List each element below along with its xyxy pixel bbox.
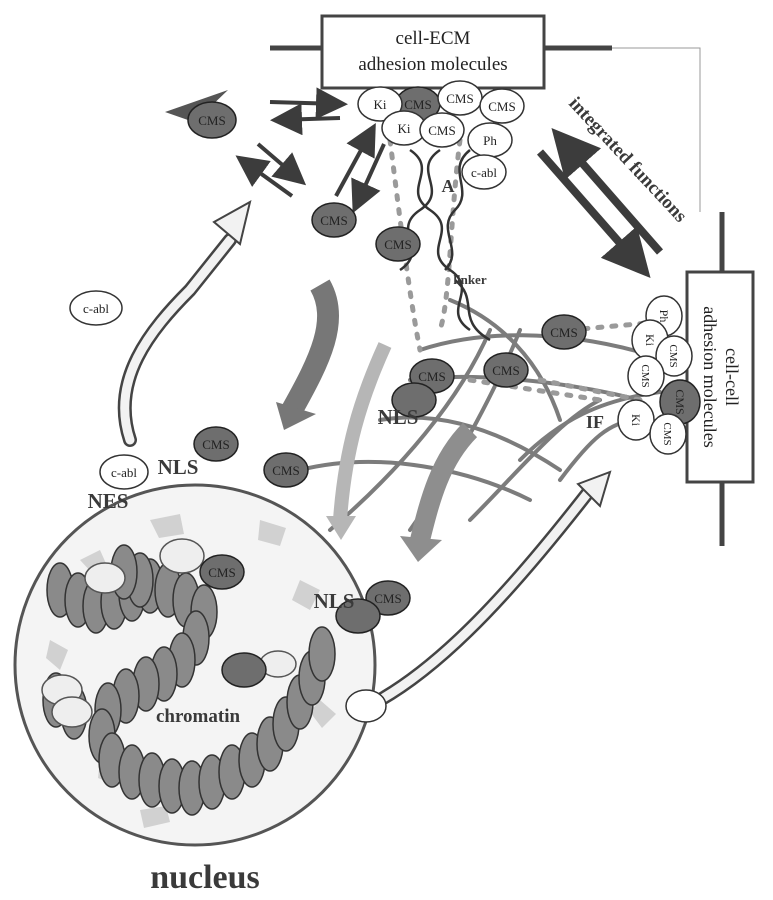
svg-text:Ki: Ki (643, 334, 657, 347)
if-label: IF (586, 412, 604, 432)
svg-text:Ph: Ph (483, 133, 497, 148)
cms-molecule: CMS (311, 202, 357, 238)
nls-label: NLS (314, 589, 355, 613)
integrated-functions-arrows: integrated functions (536, 93, 691, 279)
cabl-molecule: c-abl (99, 454, 149, 490)
nuclear-protein-light (51, 696, 93, 728)
chromatin-label: chromatin (156, 706, 241, 727)
svg-text:CMS: CMS (661, 422, 673, 445)
cms-molecule: CMS (263, 452, 309, 488)
svg-text:CMS: CMS (202, 437, 229, 452)
cell-cell-label-1: cell-cell (722, 348, 742, 406)
cms-molecule: CMS (483, 352, 529, 388)
nucleus: chromatin (13, 483, 377, 847)
cms-molecule-light: CMS (649, 413, 687, 455)
ph-molecule: Ph (467, 122, 513, 158)
connector-line (612, 47, 701, 212)
nuclear-import-arrows (276, 279, 478, 562)
svg-text:Ki: Ki (398, 121, 411, 136)
cell-cell-box: cell-cell adhesion molecules (685, 270, 755, 484)
cell-ecm-label-1: cell-ECM (396, 28, 471, 49)
cms-molecule-light: CMS (419, 112, 465, 148)
svg-text:CMS: CMS (320, 213, 347, 228)
cms-molecule: CMS (187, 101, 237, 139)
svg-text:Ki: Ki (374, 97, 387, 112)
cms-molecule: CMS (541, 314, 587, 350)
svg-text:CMS: CMS (198, 113, 225, 128)
cms-molecule: CMS (199, 554, 245, 590)
svg-text:CMS: CMS (667, 344, 679, 367)
svg-text:CMS: CMS (272, 463, 299, 478)
nuclear-pore-molecule (345, 689, 387, 723)
cabl-molecule: c-abl (69, 290, 123, 326)
cms-molecule: CMS (193, 426, 239, 462)
nls-label: NLS (378, 405, 419, 429)
actin-label: A (442, 176, 455, 196)
nls-molecule (335, 598, 381, 634)
cell-ecm-box: cell-ECM adhesion molecules (320, 14, 546, 90)
svg-text:CMS: CMS (673, 389, 687, 414)
svg-text:CMS: CMS (208, 565, 235, 580)
ki-molecule: Ki (617, 399, 655, 441)
cell-ecm-label-2: adhesion molecules (358, 54, 507, 75)
svg-text:CMS: CMS (550, 325, 577, 340)
linker-label: linker (453, 272, 486, 287)
nes-label: NES (88, 489, 129, 513)
svg-text:CMS: CMS (492, 363, 519, 378)
svg-text:Ph: Ph (657, 310, 671, 323)
nls-molecule (391, 382, 437, 418)
cabl-molecule: c-abl (461, 154, 507, 190)
cms-molecule-light: CMS (655, 335, 693, 377)
nucleus-label: nucleus (150, 859, 260, 896)
svg-text:CMS: CMS (374, 591, 401, 606)
nls-molecule (221, 652, 267, 688)
cms-molecule: CMS (375, 226, 421, 262)
nuclear-protein-light (84, 562, 126, 594)
cms-molecule-light: CMS (479, 88, 525, 124)
svg-text:CMS: CMS (418, 369, 445, 384)
svg-text:CMS: CMS (488, 99, 515, 114)
import-arrow (373, 470, 612, 707)
export-arrow (117, 200, 252, 447)
ki-molecule: Ki (357, 86, 403, 122)
svg-text:c-abl: c-abl (83, 301, 109, 316)
svg-text:Ki: Ki (629, 414, 643, 427)
svg-text:CMS: CMS (639, 364, 651, 387)
nuclear-protein-light (159, 538, 205, 574)
svg-text:c-abl: c-abl (111, 465, 137, 480)
cell-cell-label-2: adhesion molecules (700, 306, 720, 447)
svg-text:CMS: CMS (428, 123, 455, 138)
svg-text:CMS: CMS (446, 91, 473, 106)
svg-text:CMS: CMS (404, 97, 431, 112)
nls-label: NLS (158, 455, 199, 479)
shuttle-arrows (235, 87, 386, 214)
cms-molecule-light: CMS (437, 80, 483, 116)
svg-text:c-abl: c-abl (471, 165, 497, 180)
svg-text:CMS: CMS (384, 237, 411, 252)
cms-molecule-light: CMS (627, 355, 665, 397)
